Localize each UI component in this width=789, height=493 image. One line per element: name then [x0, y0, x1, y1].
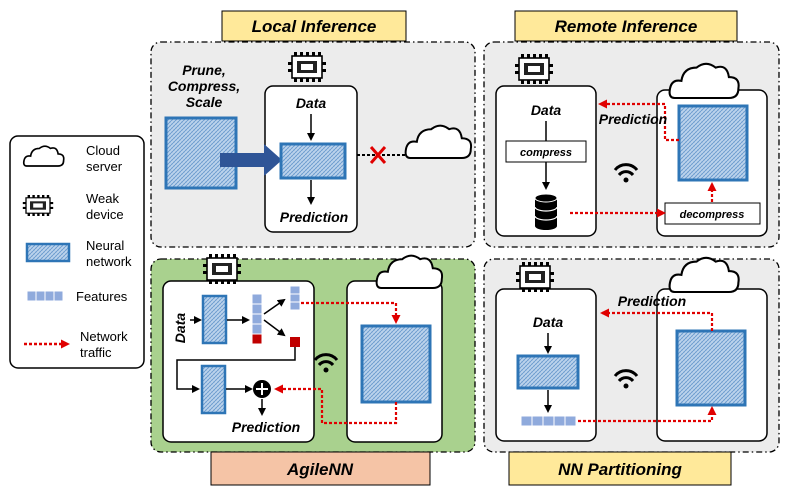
local-no-connection-icon — [369, 146, 387, 164]
panel-agilenn: AgileNN Data Predicti — [150, 253, 476, 486]
agile-local-nn — [200, 364, 227, 415]
agile-wifi-icon — [313, 353, 339, 373]
panel-local-inference: Local Inference Prune, Compress, Scale D… — [150, 10, 476, 248]
legend-cloud-line1: Cloud — [86, 143, 120, 158]
partition-prediction-label: Prediction — [618, 293, 686, 309]
legend: Cloud server Weak device Neural network … — [9, 135, 145, 369]
legend-device-icon — [22, 194, 54, 217]
agile-upload-traffic — [301, 301, 401, 324]
partition-cloud-nn — [675, 329, 747, 407]
remote-database-icon — [534, 193, 558, 230]
agile-local-feature — [290, 337, 300, 347]
local-prediction-label: Prediction — [280, 209, 348, 225]
legend-nn-line2: network — [86, 254, 132, 269]
remote-wifi-icon — [613, 163, 639, 183]
agile-sum-icon — [253, 380, 271, 398]
partition-wifi-icon — [613, 369, 639, 389]
local-prune-line3: Scale — [186, 94, 223, 110]
partition-upload-traffic — [578, 406, 717, 423]
remote-decompress-label: decompress — [680, 209, 745, 221]
agile-device-icon — [202, 253, 242, 285]
agile-title: AgileNN — [286, 460, 354, 479]
legend-features-icon — [26, 290, 64, 302]
agile-cloud-nn — [360, 324, 432, 404]
partition-data-label: Data — [533, 314, 564, 330]
legend-device-line2: device — [86, 207, 124, 222]
agile-data-label: Data — [172, 313, 188, 344]
legend-device-line1: Weak — [86, 191, 119, 206]
local-prune-line2: Compress, — [168, 78, 240, 94]
local-device-icon — [287, 51, 327, 83]
local-small-nn — [279, 142, 347, 180]
agile-local-path — [176, 347, 296, 393]
agile-split-arrow-bottom — [263, 319, 286, 337]
agile-return-traffic — [274, 384, 398, 425]
remote-cloud-nn — [677, 104, 749, 182]
partition-title-box — [508, 451, 732, 486]
local-prune-line1: Prune, — [182, 62, 226, 78]
partition-device-icon — [515, 261, 555, 293]
legend-box — [9, 135, 145, 369]
local-shrink-arrow — [220, 144, 282, 176]
remote-title: Remote Inference — [555, 17, 698, 36]
remote-prediction-traffic — [598, 99, 679, 142]
partition-prediction-traffic — [600, 308, 714, 331]
local-title: Local Inference — [252, 17, 377, 36]
remote-prediction-label: Prediction — [599, 111, 667, 127]
local-data-label: Data — [296, 95, 327, 111]
agile-extractor-nn — [201, 294, 228, 345]
legend-nn-line1: Neural — [86, 238, 124, 253]
partition-feature-row — [520, 415, 577, 427]
remote-compress-label: compress — [520, 147, 572, 159]
legend-traffic-line2: traffic — [80, 345, 112, 360]
partition-title: NN Partitioning — [558, 460, 682, 479]
local-title-box — [221, 10, 407, 42]
legend-traffic-line1: Network — [80, 329, 128, 344]
partition-device-nn — [516, 354, 580, 390]
remote-title-box — [514, 10, 738, 42]
agile-title-box — [210, 451, 431, 486]
agile-remote-features — [289, 285, 301, 311]
legend-nn-icon — [25, 242, 71, 263]
agile-feature-column — [251, 293, 263, 345]
panel-nn-partitioning: NN Partitioning Data Prediction — [483, 256, 780, 486]
agile-prediction-label: Prediction — [232, 419, 300, 435]
agile-split-arrow-top — [263, 298, 286, 315]
remote-data-label: Data — [531, 102, 562, 118]
panel-remote-inference: Remote Inference Data compress decompres… — [483, 10, 780, 248]
legend-features-label: Features — [76, 289, 128, 304]
legend-cloud-line2: server — [86, 159, 123, 174]
remote-device-icon — [514, 53, 554, 85]
